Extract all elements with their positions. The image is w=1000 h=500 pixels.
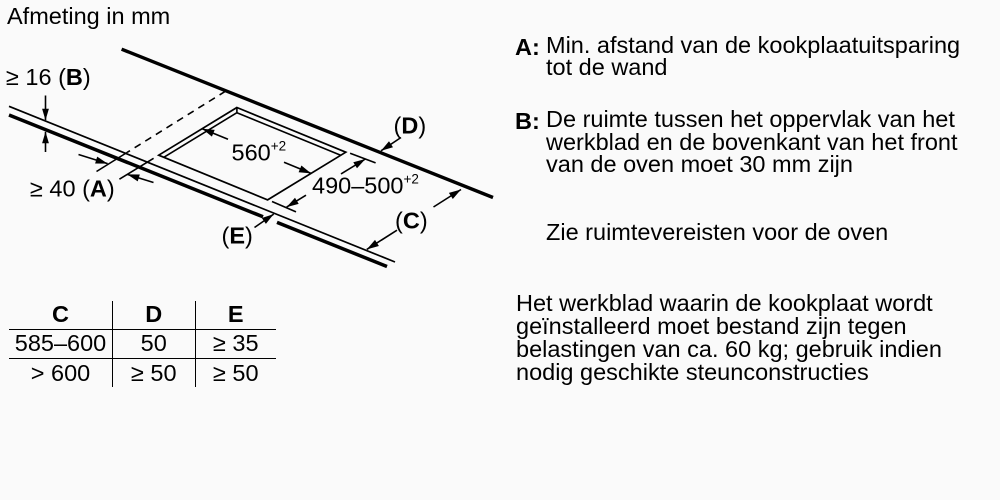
- label-d: (D): [394, 113, 427, 139]
- dim-width-label: 560+2: [232, 139, 287, 166]
- dimension-table: C D E 585–600 50 ≥ 35 > 600 ≥ 50 ≥ 50: [9, 300, 276, 388]
- wall-dashed-line: [126, 90, 226, 154]
- note-worktop-line: nodig geschikte steunconstructies: [516, 358, 869, 385]
- note-b-line: De ruimte tussen het oppervlak van het: [546, 106, 955, 133]
- cutout-extension-line: [118, 157, 155, 180]
- table-header-c: C: [9, 300, 113, 330]
- dim-a-label: ≥ 40 (A): [30, 176, 115, 202]
- dim-490-ext-2: [271, 200, 297, 213]
- dim-c-arrow-1: [448, 189, 461, 199]
- note-worktop-text: Het werkblad waarin de kookplaat wordt g…: [516, 289, 942, 385]
- note-worktop-line: belastingen van ca. 60 kg; gebruik indie…: [516, 335, 942, 362]
- dim-490-arrow-1: [353, 159, 366, 169]
- table-cell: > 600: [9, 358, 113, 388]
- dim-b-arrow-upper: [42, 108, 49, 121]
- dim-560-arrow-2: [298, 165, 312, 174]
- note-a-line: Min. afstand van de kookplaatuitsparing: [546, 32, 961, 59]
- table-row: 585–600 50 ≥ 35: [9, 329, 276, 359]
- dim-b-label: ≥ 16 (B): [6, 64, 91, 90]
- label-e: (E): [222, 223, 253, 249]
- label-e-arrow: [261, 214, 274, 224]
- note-a-line: tot de wand: [546, 54, 668, 81]
- note-worktop-line: geïnstalleerd moet bestand zijn tegen: [516, 312, 907, 339]
- table-header-d: D: [112, 300, 196, 330]
- table-cell: ≥ 50: [112, 358, 196, 388]
- table-row: > 600 ≥ 50 ≥ 50: [9, 358, 276, 388]
- note-b-line: van de oven moet 30 mm zijn: [546, 151, 853, 178]
- cutout-inner-right-line: [236, 111, 342, 157]
- table-cell: 585–600: [9, 329, 113, 359]
- table-header-e: E: [195, 300, 276, 330]
- dim-490-arrow-2: [286, 197, 299, 208]
- dim-b-arrow-lower: [42, 131, 49, 144]
- note-b-text: De ruimte tussen het oppervlak van het w…: [546, 108, 958, 176]
- table-cell: ≥ 35: [195, 329, 276, 359]
- dim-a-arrow-left: [95, 156, 108, 164]
- note-a-label: A:: [515, 34, 540, 61]
- dim-c-arrow-2: [366, 239, 379, 250]
- label-c: (C): [395, 208, 428, 234]
- front-edge-top-line: [8, 105, 396, 263]
- table-cell: ≥ 50: [212, 359, 259, 386]
- dim-490-ext-1: [349, 152, 376, 164]
- cutout-inner-left-line: [163, 112, 238, 158]
- table-cell: 50: [112, 329, 196, 359]
- dim-depth-label: 490–500+2: [312, 172, 419, 199]
- note-oven-text: Zie ruimtevereisten voor de oven: [546, 219, 889, 246]
- front-edge-bottom-line-left: [8, 113, 264, 219]
- diagram-lines: [8, 47, 494, 269]
- dim-a-arrow-right: [127, 174, 140, 182]
- note-worktop-line: Het werkblad waarin de kookplaat wordt: [516, 289, 933, 316]
- cutout-outline: [156, 106, 348, 201]
- note-a-text: Min. afstand van de kookplaatuitsparing …: [546, 32, 961, 81]
- page-title: Afmeting in mm: [7, 3, 171, 29]
- top-edge-line: [120, 47, 494, 200]
- label-d-arrow: [381, 141, 393, 151]
- front-edge-bottom-line-right: [276, 220, 388, 269]
- note-b-label: B:: [515, 108, 540, 135]
- table-header-row: C D E: [9, 300, 276, 330]
- note-b-line: werkblad en de bovenkant van het front: [546, 128, 958, 155]
- wall-extension-line: [96, 151, 128, 173]
- dim-560-arrow-1: [202, 128, 215, 137]
